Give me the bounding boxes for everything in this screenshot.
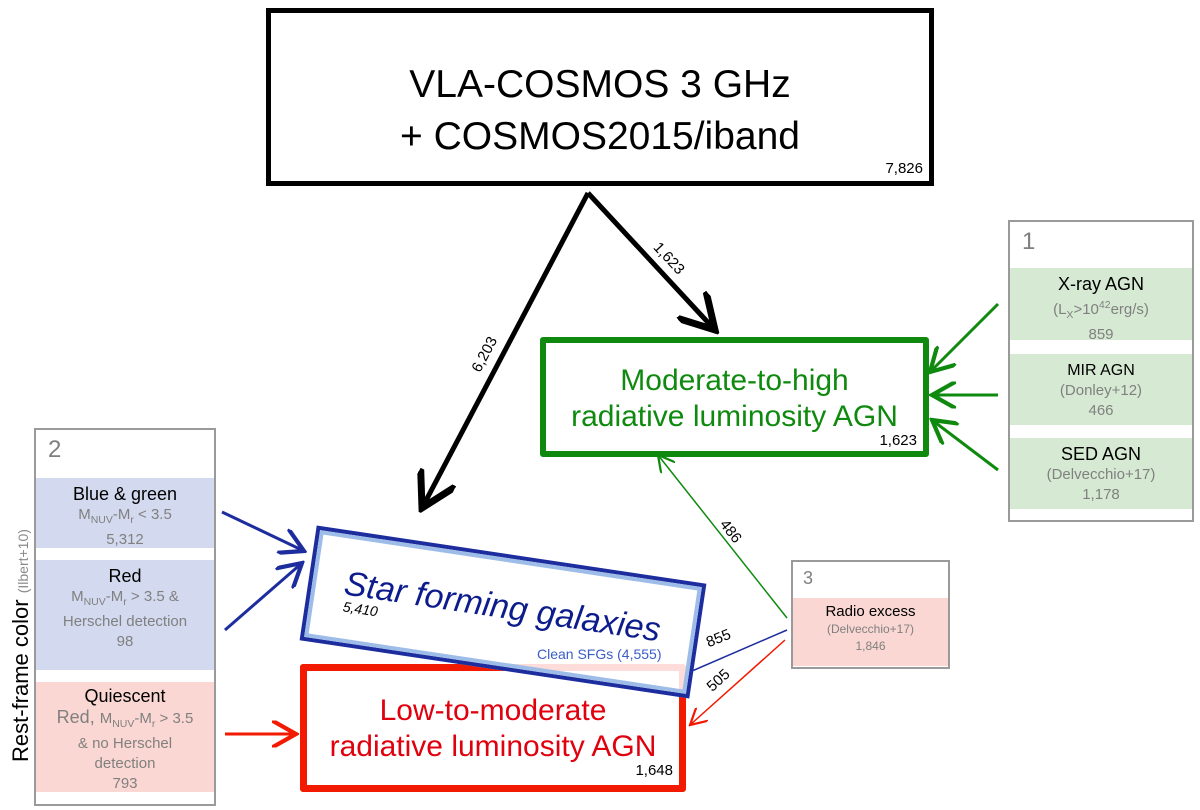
red-count: 98	[116, 633, 134, 650]
radio-excess-criterion: (Delvecchio+17)	[826, 622, 915, 636]
panel-1-agn-diagnostics: 1 X-ray AGN (LX>1042erg/s) 859 MIR AGN (…	[1008, 220, 1194, 522]
hlagn-title-line2: radiative luminosity AGN	[571, 400, 898, 433]
xray-count: 859	[1088, 326, 1114, 343]
edge-label-source-to-sfg: 6,203	[468, 333, 502, 376]
edge-label-source-to-hlagn: 1,623	[649, 238, 688, 279]
sed-count: 1,178	[1082, 486, 1120, 503]
lmagn-title-line2: radiative luminosity AGN	[329, 730, 657, 763]
sed-criterion: (Delvecchio+17)	[1046, 466, 1156, 483]
arrow-source-to-hlagn	[586, 191, 715, 330]
clean-sfg-label: Clean SFGs (4,555)	[537, 646, 662, 662]
red-title: Red	[108, 566, 142, 586]
hlagn-title-line1: Moderate-to-high	[620, 364, 849, 397]
panel-2-item-blue-green: Blue & green MNUV-Mr < 3.5 5,312	[36, 478, 214, 548]
hlagn-title: Moderate-to-high radiative luminosity AG…	[546, 363, 923, 435]
arrow-xray-to-hlagn	[930, 302, 1000, 372]
xray-criterion: (LX>1042erg/s)	[1053, 299, 1149, 321]
sfg-title: Star forming galaxies	[341, 564, 664, 650]
edge-label-radio-to-lmagn: 505	[703, 665, 734, 696]
blue-green-count: 5,312	[106, 531, 144, 548]
panel-3-item-radio-excess: Radio excess (Delvecchio+17) 1,846	[793, 598, 948, 666]
edge-label-radio-to-hlagn: 486	[716, 516, 745, 547]
radio-excess-title: Radio excess	[825, 603, 916, 620]
source-title-line1: VLA-COSMOS 3 GHz	[409, 63, 791, 106]
rest-frame-label: Rest-frame color	[8, 599, 33, 762]
blue-green-criterion: MNUV-Mr < 3.5	[78, 506, 172, 526]
panel-2-item-quiescent: Quiescent Red, MNUV-Mr > 3.5 & no Hersch…	[36, 682, 214, 792]
rest-frame-color-axis-label: Rest-frame color (Ilbert+10)	[8, 529, 34, 762]
panel-2-rest-frame-color: 2 Blue & green MNUV-Mr < 3.5 5,312 Red M…	[34, 428, 216, 806]
quiescent-criterion-line2: & no Herschel	[77, 735, 173, 752]
arrow-red-to-sfg	[224, 563, 302, 632]
panel-1-item-xray: X-ray AGN (LX>1042erg/s) 859	[1010, 268, 1192, 343]
quiescent-criterion-line3: detection	[94, 755, 156, 772]
source-count: 7,826	[885, 160, 923, 177]
red-criterion-line2: Herschel detection	[62, 613, 188, 630]
quiescent-count: 793	[112, 775, 138, 792]
radio-excess-count: 1,846	[855, 639, 886, 653]
lmagn-count: 1,648	[635, 762, 673, 779]
panel-1-item-sed: SED AGN (Delvecchio+17) 1,178	[1010, 438, 1192, 509]
lmagn-title: Low-to-moderate radiative luminosity AGN	[307, 693, 679, 765]
quiescent-title: Quiescent	[84, 686, 166, 706]
source-title: VLA-COSMOS 3 GHz + COSMOS2015/iband	[271, 59, 929, 163]
edge-label-radio-to-sfg: 855	[703, 625, 734, 652]
panel-1-number: 1	[1022, 228, 1036, 255]
panel-3-number: 3	[803, 568, 814, 588]
rest-frame-reference: (Ilbert+10)	[15, 529, 31, 594]
hlagn-box: Moderate-to-high radiative luminosity AG…	[540, 337, 929, 457]
mir-criterion: (Donley+12)	[1059, 382, 1143, 399]
sed-title: SED AGN	[1060, 444, 1142, 464]
panel-2-item-red: Red MNUV-Mr > 3.5 & Herschel detection 9…	[36, 560, 214, 670]
panel-3-radio-excess: 3 Radio excess (Delvecchio+17) 1,846	[791, 560, 950, 669]
quiescent-criterion: Red, MNUV-Mr > 3.5	[56, 707, 194, 730]
panel-2-number: 2	[48, 436, 62, 463]
lmagn-title-line1: Low-to-moderate	[379, 694, 607, 727]
mir-title: MIR AGN	[1067, 362, 1135, 379]
red-criterion: MNUV-Mr > 3.5 &	[71, 588, 179, 608]
arrow-bluegreen-to-sfg	[221, 510, 304, 551]
source-title-line2: + COSMOS2015/iband	[400, 115, 800, 158]
blue-green-title: Blue & green	[72, 484, 178, 504]
arrow-sed-to-hlagn	[932, 420, 999, 472]
xray-title: X-ray AGN	[1057, 274, 1145, 294]
panel-1-item-mir: MIR AGN (Donley+12) 466	[1010, 354, 1192, 425]
source-catalog-box: VLA-COSMOS 3 GHz + COSMOS2015/iband 7,82…	[266, 8, 934, 186]
mir-count: 466	[1088, 402, 1114, 419]
hlagn-count: 1,623	[879, 432, 917, 449]
